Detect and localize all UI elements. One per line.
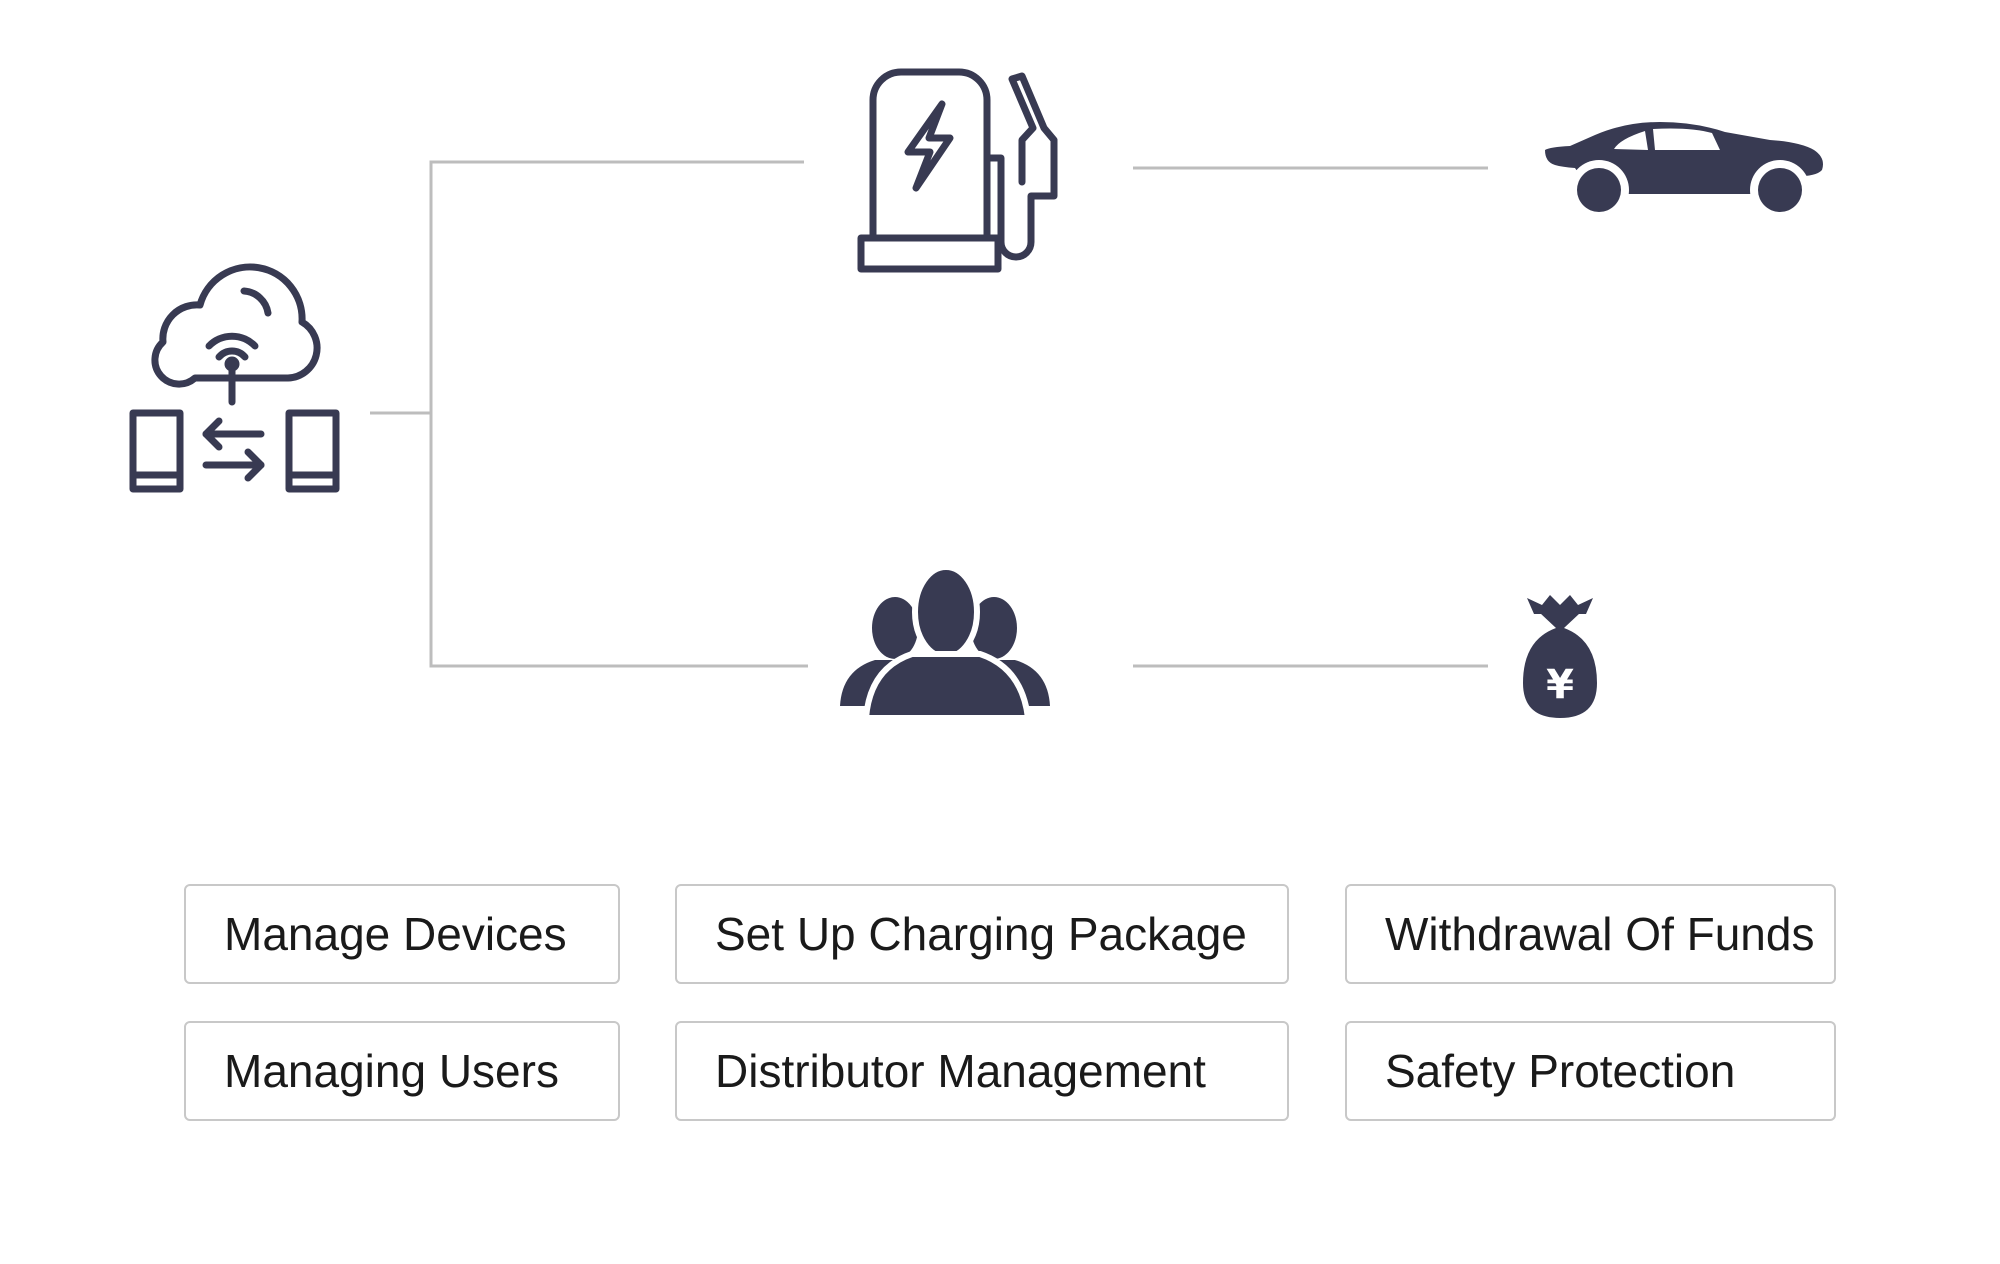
user-group-icon	[840, 564, 1050, 721]
distributor-management-button[interactable]: Distributor Management	[675, 1021, 1289, 1121]
connector-lines	[370, 160, 1488, 668]
yuan-money-bag-icon: ¥	[1523, 595, 1597, 718]
charging-station-icon	[857, 68, 1058, 273]
set-up-charging-package-button[interactable]: Set Up Charging Package	[675, 884, 1289, 984]
cloud-sync-icon	[129, 263, 340, 493]
withdrawal-of-funds-button[interactable]: Withdrawal Of Funds	[1345, 884, 1836, 984]
connector-cloud-to-user-group	[429, 413, 808, 668]
car-icon	[1545, 122, 1823, 220]
manage-devices-button[interactable]: Manage Devices	[184, 884, 620, 984]
yuan-symbol: ¥	[1546, 662, 1574, 708]
managing-users-button[interactable]: Managing Users	[184, 1021, 620, 1121]
connector-cloud-to-charging-station	[370, 160, 804, 415]
safety-protection-button[interactable]: Safety Protection	[1345, 1021, 1836, 1121]
